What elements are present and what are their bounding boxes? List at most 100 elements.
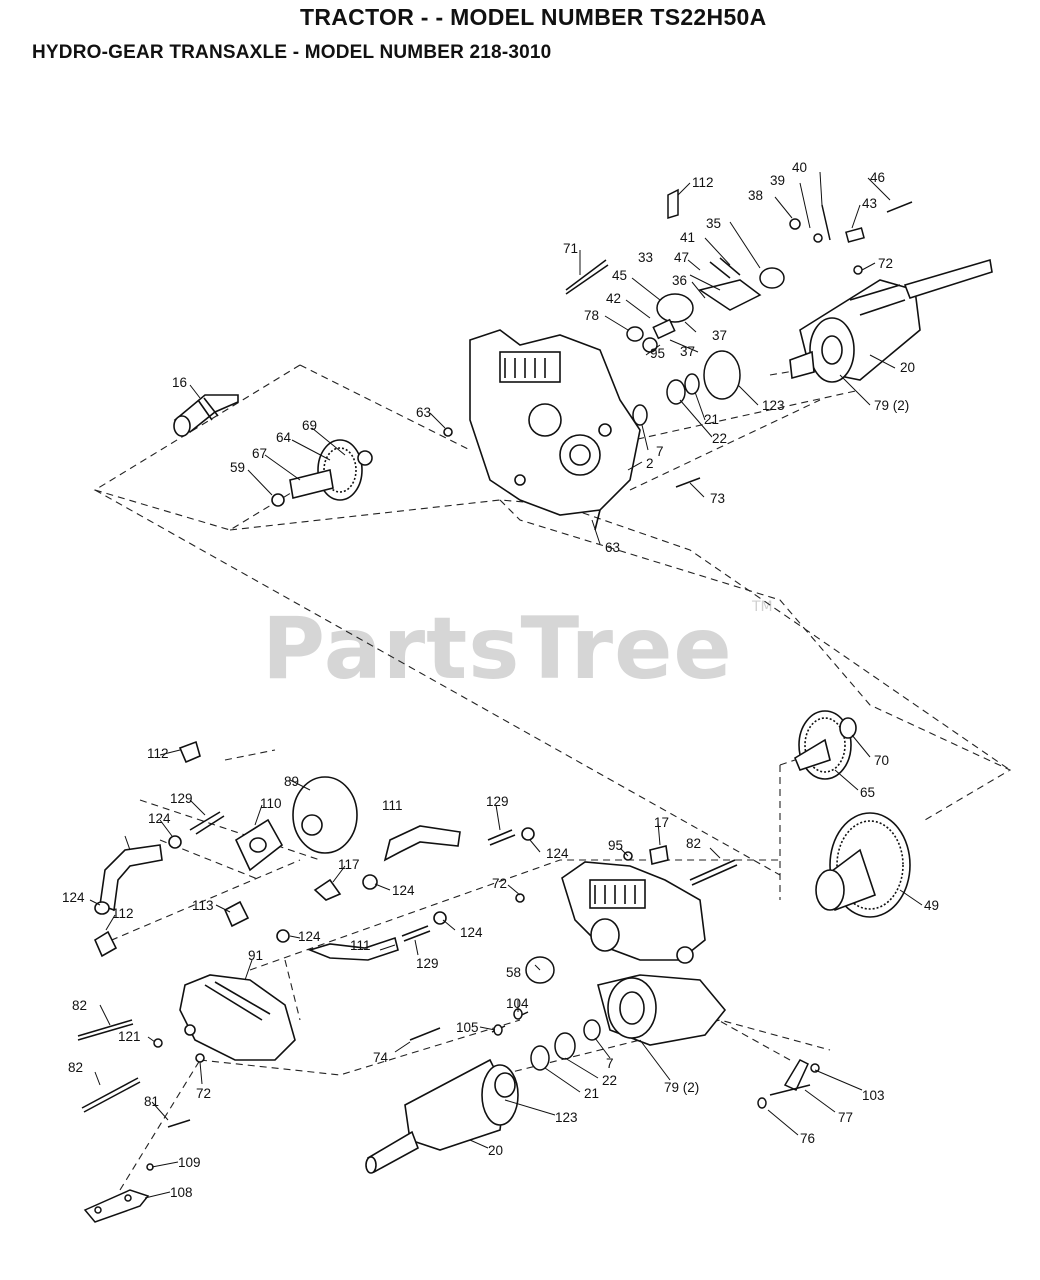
callout-label: 65 <box>860 785 875 800</box>
callout-label: 105 <box>456 1020 479 1035</box>
callout-label: 76 <box>800 1131 815 1146</box>
callout-label: 21 <box>584 1086 599 1101</box>
callout-label: 89 <box>284 774 299 789</box>
callout-label: 39 <box>770 173 785 188</box>
washers-bottom <box>409 956 601 1071</box>
callout-label: 37 <box>680 344 695 359</box>
callout-label: 7 <box>656 444 664 459</box>
callout-label: 109 <box>178 1155 201 1170</box>
callout-label: 103 <box>862 1088 885 1103</box>
callout-label: 72 <box>878 256 893 271</box>
callout-label: 82 <box>72 998 87 1013</box>
callout-label: 129 <box>416 956 439 971</box>
callout-label: 37 <box>712 328 727 343</box>
callout-label: 124 <box>546 846 569 861</box>
watermark-text: PartsTree <box>262 599 733 699</box>
callout-label: 46 <box>870 170 885 185</box>
callout-label: 123 <box>762 398 785 413</box>
gear-65 <box>793 710 857 780</box>
callout-label: 42 <box>606 291 621 306</box>
callout-label: 35 <box>706 216 721 231</box>
callout-label: 111 <box>350 938 371 953</box>
callout-label: 129 <box>486 794 509 809</box>
callout-label: 108 <box>170 1185 193 1200</box>
callout-label: 74 <box>373 1050 389 1065</box>
callout-label: 81 <box>144 1094 159 1109</box>
callout-label: 91 <box>248 948 263 963</box>
callout-label: 124 <box>460 925 483 940</box>
callout-label: 17 <box>654 815 669 830</box>
callout-label: 59 <box>230 460 245 475</box>
callout-label: 43 <box>862 196 877 211</box>
callout-label: 7 <box>606 1056 614 1071</box>
upper-transaxle-housing <box>469 329 641 531</box>
callout-label: 117 <box>338 857 360 872</box>
callout-label: 58 <box>506 965 521 980</box>
callout-label: 38 <box>748 188 763 203</box>
callout-label: 111 <box>382 798 403 813</box>
callout-label: 69 <box>302 418 317 433</box>
gear-64 <box>271 427 453 507</box>
callout-label: 104 <box>506 996 529 1011</box>
bolts-left <box>77 1019 191 1128</box>
page-title: TRACTOR - - MODEL NUMBER TS22H50A <box>300 4 767 30</box>
bracket-108 <box>83 1163 154 1223</box>
watermark-trademark: TM <box>751 599 773 615</box>
callout-label: 113 <box>192 898 214 913</box>
callout-label: 78 <box>584 308 599 323</box>
callout-label: 124 <box>148 811 171 826</box>
callout-label: 82 <box>68 1060 83 1075</box>
callout-label: 124 <box>392 883 415 898</box>
callout-label: 77 <box>838 1110 853 1125</box>
leader-lines <box>89 171 923 1199</box>
top-small-parts <box>565 188 913 488</box>
page-subtitle: HYDRO-GEAR TRANSAXLE - MODEL NUMBER 218-… <box>32 42 552 63</box>
callout-labels: 112 40 39 46 38 43 35 41 72 71 33 47 45 … <box>62 160 939 1200</box>
callout-label: 40 <box>792 160 807 175</box>
callout-label: 82 <box>686 836 701 851</box>
callout-label: 21 <box>704 412 719 427</box>
callout-label: 63 <box>416 405 431 420</box>
callout-label: 129 <box>170 791 193 806</box>
callout-label: 36 <box>672 273 687 288</box>
callout-label: 112 <box>147 746 169 761</box>
callout-label: 72 <box>492 876 507 891</box>
callout-label: 22 <box>602 1073 617 1088</box>
callout-label: 73 <box>710 491 725 506</box>
callout-label: 124 <box>62 890 85 905</box>
callout-label: 20 <box>488 1143 503 1158</box>
callout-label: 79 (2) <box>664 1080 699 1095</box>
callout-label: 95 <box>650 346 665 361</box>
callout-label: 49 <box>924 898 939 913</box>
callout-label: 110 <box>260 796 282 811</box>
callout-label: 112 <box>112 906 134 921</box>
differential-49 <box>815 812 911 918</box>
callout-label: 47 <box>674 250 689 265</box>
callout-label: 72 <box>196 1086 211 1101</box>
callout-label: 33 <box>638 250 653 265</box>
callout-label: 112 <box>692 175 714 190</box>
callout-label: 41 <box>680 230 695 245</box>
small-parts-lower-right <box>757 1059 820 1109</box>
callout-label: 22 <box>712 431 727 446</box>
callout-label: 16 <box>172 375 187 390</box>
callout-label: 2 <box>646 456 654 471</box>
center-body-91 <box>179 974 296 1063</box>
callout-label: 79 (2) <box>874 398 909 413</box>
lower-pump-cluster <box>93 740 535 961</box>
callout-label: 67 <box>252 446 267 461</box>
callout-label: 70 <box>874 753 889 768</box>
callout-label: 63 <box>605 540 620 555</box>
upper-axle-assembly <box>789 258 993 383</box>
callout-label: 20 <box>900 360 915 375</box>
callout-label: 123 <box>555 1110 578 1125</box>
shaft-16 <box>173 394 239 437</box>
callout-label: 124 <box>298 929 321 944</box>
lower-axle-assembly <box>365 1058 519 1174</box>
callout-label: 71 <box>563 241 578 256</box>
lower-transaxle-housing <box>515 845 738 1046</box>
callout-label: 121 <box>118 1029 141 1044</box>
callout-label: 95 <box>608 838 623 853</box>
callout-label: 64 <box>276 430 292 445</box>
